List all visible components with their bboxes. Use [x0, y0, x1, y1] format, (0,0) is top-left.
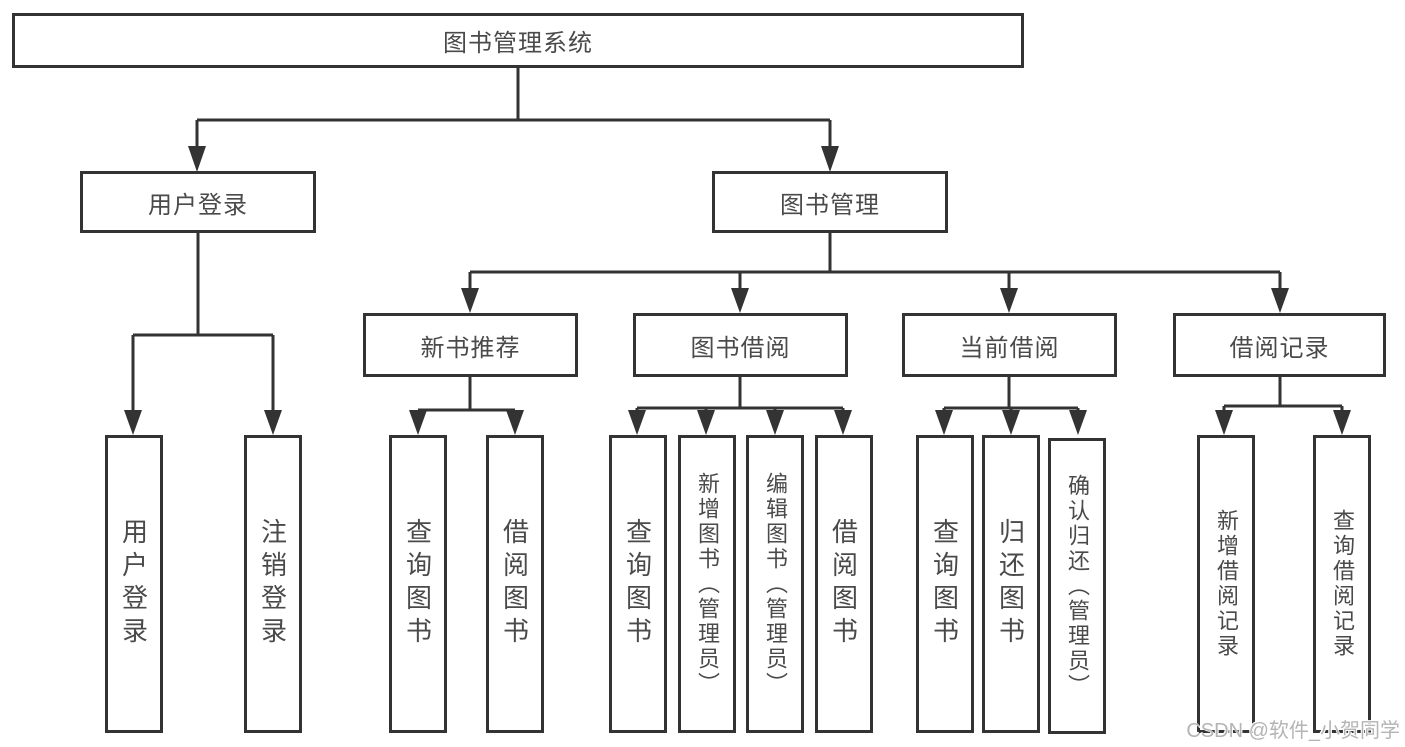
leaf-borrow-books-label: 借阅图书 — [828, 518, 859, 650]
node-root-label: 图书管理系统 — [443, 30, 593, 57]
leaf-return-books: 归还图书 — [982, 435, 1040, 733]
leaf-recommend-borrow-books-label: 借阅图书 — [499, 518, 530, 650]
leaf-add-borrow-record: 新增借阅记录 — [1197, 435, 1255, 733]
node-book-management: 图书管理 — [712, 171, 948, 233]
leaf-add-books-admin: 新增图书（管理员） — [678, 435, 736, 733]
node-user-login-label: 用户登录 — [148, 191, 248, 219]
leaf-borrow-books: 借阅图书 — [815, 435, 873, 733]
node-borrow-records: 借阅记录 — [1173, 313, 1386, 377]
node-current-borrow: 当前借阅 — [902, 313, 1117, 377]
node-current-borrow-label: 当前借阅 — [959, 334, 1060, 362]
node-book-borrow: 图书借阅 — [633, 313, 848, 377]
node-user-login: 用户登录 — [80, 171, 316, 233]
node-new-book-recommend: 新书推荐 — [363, 313, 578, 377]
leaf-current-query-books-label: 查询图书 — [929, 518, 960, 650]
node-new-book-recommend-label: 新书推荐 — [420, 334, 521, 362]
leaf-current-query-books: 查询图书 — [916, 435, 974, 733]
leaf-edit-books-admin-label: 编辑图书（管理员） — [763, 471, 788, 697]
node-book-borrow-label: 图书借阅 — [690, 334, 791, 362]
leaf-logout: 注销登录 — [244, 435, 302, 733]
leaf-borrow-query-books-label: 查询图书 — [622, 518, 653, 650]
csdn-watermark: CSDN @软件_小贺同学 — [1186, 720, 1400, 742]
node-book-management-label: 图书管理 — [780, 191, 880, 219]
node-borrow-records-label: 借阅记录 — [1229, 334, 1330, 362]
leaf-borrow-query-books: 查询图书 — [609, 435, 667, 733]
leaf-query-borrow-record: 查询借阅记录 — [1313, 435, 1371, 733]
leaf-recommend-query-books-label: 查询图书 — [402, 518, 433, 650]
leaf-confirm-return-admin-label: 确认归还（管理员） — [1065, 473, 1090, 699]
leaf-edit-books-admin: 编辑图书（管理员） — [746, 435, 804, 733]
leaf-add-books-admin-label: 新增图书（管理员） — [695, 471, 720, 697]
leaf-add-borrow-record-label: 新增借阅记录 — [1214, 509, 1239, 659]
leaf-recommend-borrow-books: 借阅图书 — [486, 435, 544, 733]
leaf-user-login: 用户登录 — [105, 435, 163, 733]
leaf-return-books-label: 归还图书 — [995, 518, 1026, 650]
node-root: 图书管理系统 — [12, 13, 1024, 68]
leaf-recommend-query-books: 查询图书 — [389, 435, 447, 733]
leaf-logout-label: 注销登录 — [257, 518, 288, 650]
leaf-confirm-return-admin: 确认归还（管理员） — [1048, 438, 1106, 734]
leaf-query-borrow-record-label: 查询借阅记录 — [1330, 509, 1355, 659]
leaf-user-login-label: 用户登录 — [118, 518, 149, 650]
